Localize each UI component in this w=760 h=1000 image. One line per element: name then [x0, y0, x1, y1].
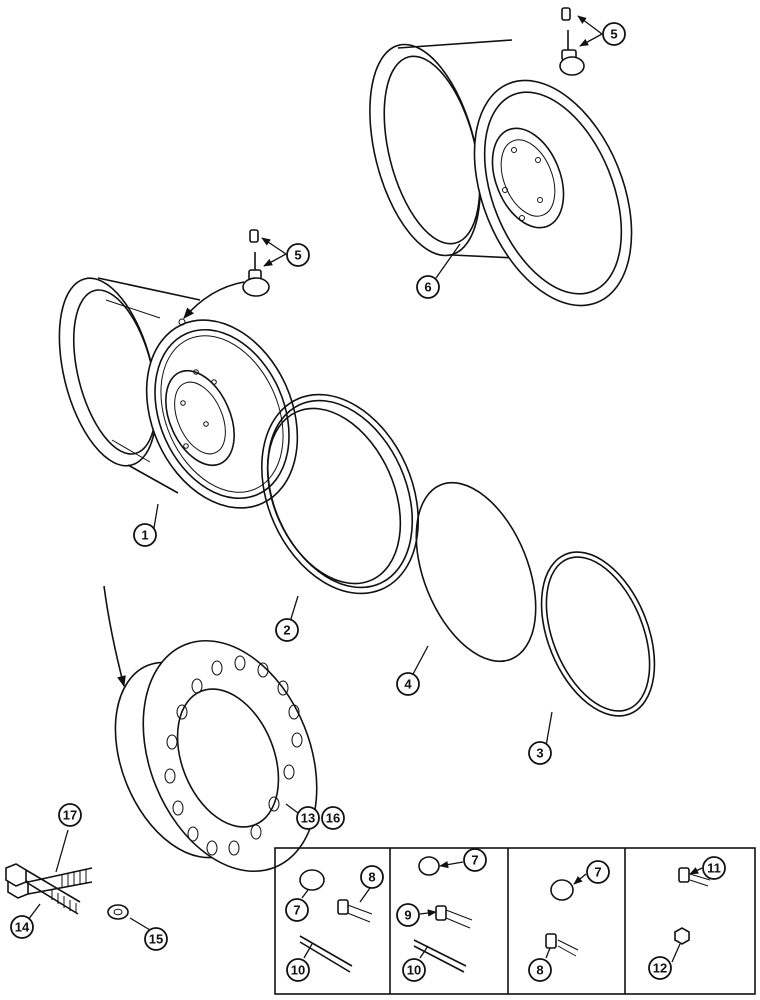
svg-text:2: 2: [283, 623, 290, 638]
panel-leaders: [301, 861, 703, 963]
callout-7-c: 7: [586, 860, 610, 884]
callout-3: 3: [528, 741, 552, 765]
callout-10-b: 10: [402, 958, 426, 982]
callout-8-b: 8: [528, 958, 552, 982]
lock-ring-3: [540, 551, 656, 717]
washer-15: [107, 904, 129, 920]
wheel-rim-1: [58, 277, 299, 509]
svg-text:14: 14: [15, 920, 30, 935]
valve-mount-arrow: [183, 281, 245, 319]
callout-5-upper: 5: [602, 22, 626, 46]
hardware-variant-panel: [274, 847, 756, 995]
svg-text:7: 7: [293, 903, 300, 918]
callout-6: 6: [416, 275, 440, 299]
callout-7-a: 7: [285, 898, 309, 922]
svg-text:15: 15: [149, 932, 163, 947]
svg-text:7: 7: [594, 865, 601, 880]
outer-ring-2: [260, 393, 420, 595]
svg-text:3: 3: [536, 746, 543, 761]
svg-text:6: 6: [424, 280, 431, 295]
callout-16: 16: [321, 806, 345, 830]
wheel-weight-13-16: [114, 639, 318, 873]
svg-text:10: 10: [291, 963, 305, 978]
bolt-14: [5, 863, 81, 915]
callout-12: 12: [648, 956, 672, 980]
wheel-rim-6: [369, 39, 633, 307]
assembly-direction-arrow: [103, 585, 126, 688]
callout-leaders: [27, 15, 603, 931]
svg-text:16: 16: [326, 811, 340, 826]
svg-text:1: 1: [141, 528, 148, 543]
callout-8-a: 8: [360, 865, 384, 889]
svg-text:11: 11: [707, 861, 721, 876]
svg-text:17: 17: [63, 808, 77, 823]
callout-9: 9: [396, 903, 420, 927]
callout-10-a: 10: [286, 958, 310, 982]
callout-1: 1: [133, 523, 157, 547]
callout-7-b: 7: [463, 848, 487, 872]
svg-text:10: 10: [407, 963, 421, 978]
callout-14: 14: [10, 915, 34, 939]
valve-stem-5-upper: [559, 7, 585, 76]
callout-17: 17: [58, 803, 82, 827]
callout-2: 2: [275, 618, 299, 642]
svg-text:8: 8: [536, 963, 543, 978]
callout-13: 13: [296, 806, 320, 830]
callout-5-lower: 5: [286, 243, 310, 267]
callout-4: 4: [396, 672, 420, 696]
svg-text:4: 4: [404, 677, 412, 692]
o-ring-4: [415, 481, 537, 663]
svg-text:7: 7: [471, 853, 478, 868]
svg-text:9: 9: [404, 908, 411, 923]
valve-stem-5-lower: [242, 229, 270, 297]
callout-15: 15: [144, 927, 168, 951]
svg-text:5: 5: [610, 27, 617, 42]
callout-11: 11: [702, 856, 726, 880]
svg-text:12: 12: [653, 961, 667, 976]
svg-text:5: 5: [294, 248, 301, 263]
svg-text:8: 8: [368, 870, 375, 885]
svg-text:13: 13: [301, 811, 315, 826]
